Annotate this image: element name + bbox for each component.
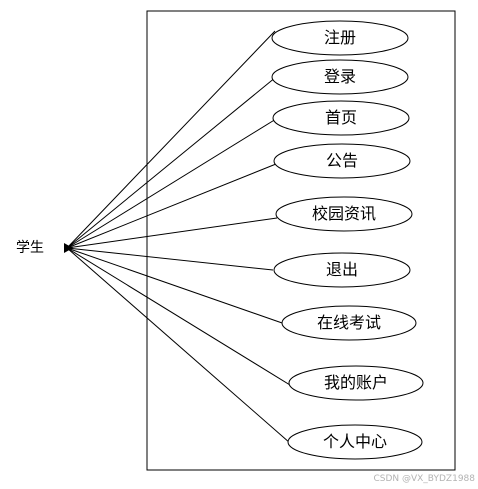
- use-case-个人中心: 个人中心: [287, 424, 423, 460]
- actor-arrowhead: [64, 243, 73, 253]
- use-case-label: 校园资讯: [312, 204, 376, 223]
- use-case-label: 注册: [324, 28, 356, 47]
- use-case-公告: 公告: [273, 143, 411, 179]
- use-case-label: 首页: [325, 108, 357, 127]
- use-case-退出: 退出: [273, 252, 411, 288]
- use-case-label: 我的账户: [324, 373, 388, 392]
- use-case-校园资讯: 校园资讯: [275, 196, 413, 232]
- use-case-登录: 登录: [271, 59, 409, 95]
- use-case-label: 登录: [324, 67, 356, 86]
- association-line: [66, 247, 291, 444]
- association-line: [66, 30, 276, 249]
- association-line: [66, 163, 277, 249]
- use-case-label: 公告: [326, 151, 358, 170]
- use-case-在线考试: 在线考试: [281, 305, 417, 341]
- use-case-label: 退出: [326, 260, 358, 279]
- use-case-注册: 注册: [271, 20, 409, 56]
- association-line: [66, 247, 286, 325]
- use-case-label: 在线考试: [317, 313, 381, 332]
- association-line: [66, 76, 277, 249]
- association-line: [66, 118, 277, 249]
- use-case-首页: 首页: [272, 100, 410, 136]
- actor-label: 学生: [16, 240, 44, 256]
- association-line: [66, 247, 291, 386]
- system-boundary: [146, 10, 456, 471]
- watermark: CSDN @VX_BYDZ1988: [373, 474, 475, 484]
- use-case-我的账户: 我的账户: [288, 365, 424, 401]
- associations: [66, 30, 291, 444]
- association-line: [66, 217, 278, 249]
- use-case-label: 个人中心: [323, 432, 387, 451]
- association-line: [66, 247, 274, 271]
